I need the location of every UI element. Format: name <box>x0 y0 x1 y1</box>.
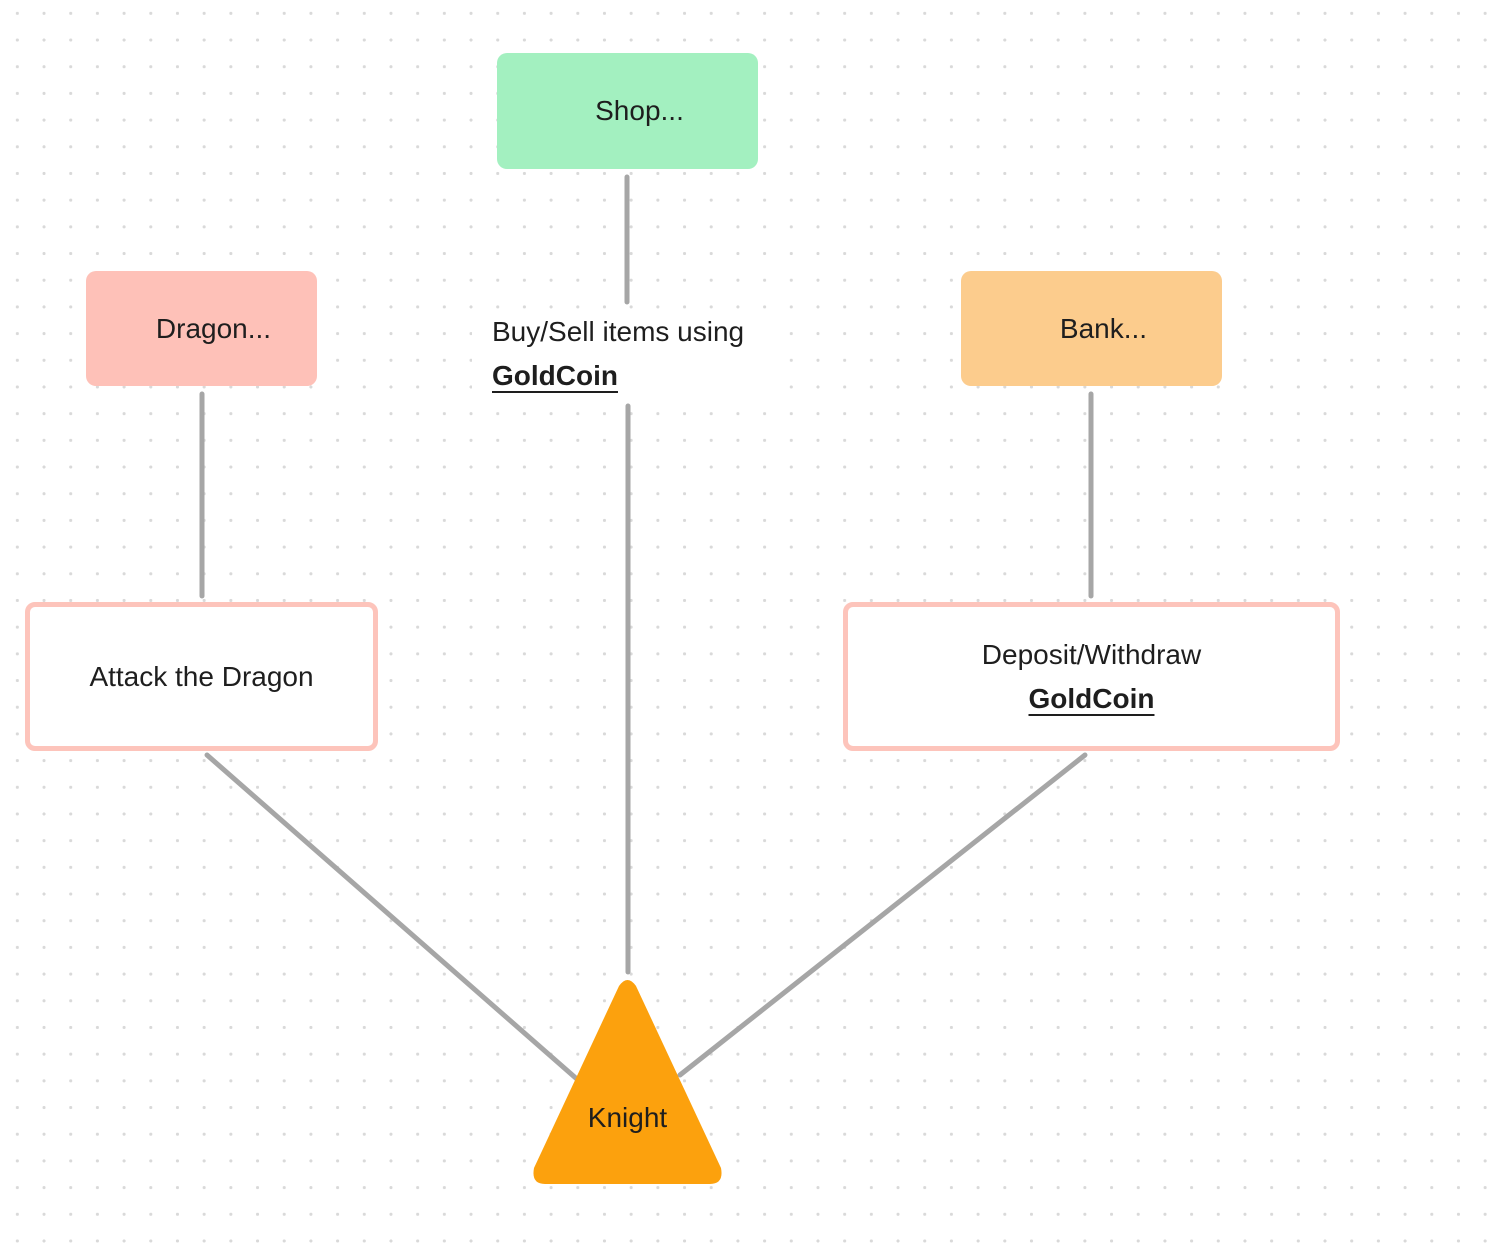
dragon-sticky-note[interactable]: Dragon... <box>86 271 317 386</box>
knight-triangle-node[interactable]: Knight <box>530 978 725 1188</box>
shop-label: Shop... <box>595 95 684 126</box>
shop-connector-label-line1: Buy/Sell items using <box>492 316 745 347</box>
dragon-label: Dragon... <box>155 312 272 344</box>
shop-sticky-note[interactable]: Shop... <box>497 53 758 169</box>
deposit-to-knight-connector[interactable] <box>677 752 1088 1078</box>
deposit-withdraw-box[interactable]: Deposit/Withdraw GoldCoin <box>843 602 1340 751</box>
deposit-label-line1: Deposit/Withdraw <box>981 638 1202 670</box>
triangle-shape <box>533 980 722 1184</box>
bank-sticky-note[interactable]: Bank... <box>961 271 1222 386</box>
knight-label: Knight <box>587 1102 668 1133</box>
shop-connector-label[interactable]: Buy/Sell items using GoldCoin <box>472 310 782 398</box>
bank-label: Bank... <box>1059 312 1148 344</box>
shop-goldcoin-link[interactable]: GoldCoin <box>492 360 618 391</box>
attack-to-knight-connector[interactable] <box>204 752 581 1083</box>
attack-label: Attack the Dragon <box>89 660 314 692</box>
attack-dragon-box[interactable]: Attack the Dragon <box>25 602 378 751</box>
deposit-goldcoin-link[interactable]: GoldCoin <box>1028 682 1155 714</box>
